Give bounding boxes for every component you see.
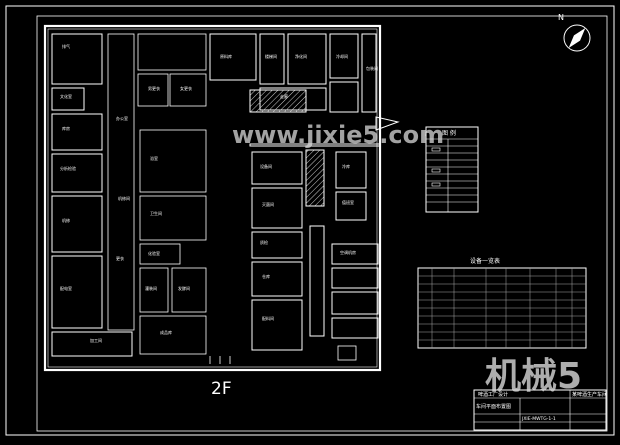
building-outline — [43, 24, 382, 372]
room-label: 原料库 — [220, 53, 232, 59]
room-label: 男更衣 — [148, 85, 160, 91]
room-label: 女更衣 — [180, 85, 192, 91]
room-label: 加工间 — [90, 337, 102, 343]
door-marks — [209, 356, 231, 364]
room-left-5 — [51, 195, 103, 253]
room-label: 仓库 — [262, 273, 270, 279]
room-right-2 — [251, 187, 303, 229]
room-right-11 — [331, 317, 379, 339]
watermark-url: www.jixie5.com — [232, 121, 444, 149]
room-label: 卫生间 — [150, 210, 162, 216]
room-label: 发酵间 — [178, 285, 190, 291]
room-label: 空调机房 — [340, 249, 356, 255]
room-label: 配料间 — [262, 315, 274, 321]
room-label: 净化间 — [295, 53, 307, 59]
legend-title: 图 例 — [442, 129, 456, 137]
process-wall-top — [249, 143, 381, 147]
room-right-5 — [251, 299, 303, 351]
room-label: 浴室 — [150, 155, 158, 161]
room-left-7 — [51, 331, 133, 357]
room-top-1 — [137, 33, 207, 71]
room-right-7 — [335, 191, 367, 221]
room-label: 成品库 — [160, 329, 172, 335]
room-label: 排气 — [62, 43, 70, 49]
room-top-8 — [361, 33, 377, 113]
hatched-area-top — [249, 89, 307, 113]
room-left-4 — [51, 153, 103, 193]
room-label: 灭菌间 — [262, 201, 274, 207]
room-left-1 — [51, 33, 103, 85]
hatched-area-mid — [305, 149, 325, 207]
room-right-4 — [251, 261, 303, 297]
room-right-10 — [331, 291, 379, 315]
room-top-5 — [259, 33, 285, 85]
room-left-6 — [51, 255, 103, 329]
room-label: 办公室 — [116, 115, 128, 121]
room-mid-1 — [139, 129, 207, 193]
inner-frame — [36, 15, 608, 432]
title-company: 某啤酒生产车间 — [572, 391, 607, 398]
room-label: 走廊 — [280, 93, 288, 99]
corridor-left — [107, 33, 135, 331]
room-top-6 — [287, 33, 327, 85]
room-label: 质检 — [260, 239, 268, 245]
room-mid-3 — [139, 243, 181, 265]
room-left-2 — [51, 87, 85, 111]
section-arrow — [375, 116, 400, 131]
room-right-8 — [331, 243, 379, 265]
room-label: 冷却间 — [336, 53, 348, 59]
room-right-6 — [335, 151, 367, 189]
room-label: 更衣 — [116, 255, 124, 261]
floor-label: 2F — [211, 379, 232, 399]
room-label: 分析检验 — [60, 165, 76, 171]
room-label: 机修 — [62, 217, 70, 223]
legend-box — [425, 126, 479, 213]
north-label: N — [558, 13, 564, 22]
room-mid-2 — [139, 195, 207, 241]
room-label: 机修间 — [118, 195, 130, 201]
room-mid-5 — [171, 267, 207, 313]
title-drawing-no: JXIE-MWTG-1-1 — [521, 416, 556, 422]
table-heading: 设备一览表 — [470, 257, 500, 265]
room-left-3 — [51, 113, 103, 151]
room-right-9 — [331, 267, 379, 289]
title-block — [473, 389, 607, 431]
room-label: 楼梯间 — [265, 53, 277, 59]
room-top-7 — [329, 33, 359, 79]
building-inner-wall — [47, 28, 378, 368]
room-mid-4 — [139, 267, 169, 313]
title-drawing-name: 车间平面布置图 — [476, 403, 511, 410]
room-mid-6 — [139, 315, 207, 355]
room-label: 库房 — [62, 125, 70, 131]
stair-core — [309, 225, 325, 337]
room-label: 配电室 — [60, 285, 72, 291]
room-label: 值班室 — [342, 199, 354, 205]
room-right-1 — [251, 151, 303, 185]
sheet-border — [5, 5, 615, 436]
room-label: 冷库 — [342, 163, 350, 169]
room-label: 化验室 — [148, 250, 160, 256]
room-label: 灌装间 — [145, 285, 157, 291]
room-label: 包装间 — [366, 65, 378, 71]
room-label: 设备间 — [260, 163, 272, 169]
room-top-3 — [169, 73, 207, 107]
entrance-block — [337, 345, 357, 361]
north-compass: N — [558, 13, 591, 52]
room-right-3 — [251, 231, 303, 259]
room-top-10 — [329, 81, 359, 113]
room-label: 文化室 — [60, 93, 72, 99]
title-project: 啤酒工厂设计 — [478, 391, 508, 398]
room-top-4 — [209, 33, 257, 81]
room-top-2 — [137, 73, 169, 107]
watermark-logo: 机械5 — [485, 356, 582, 397]
